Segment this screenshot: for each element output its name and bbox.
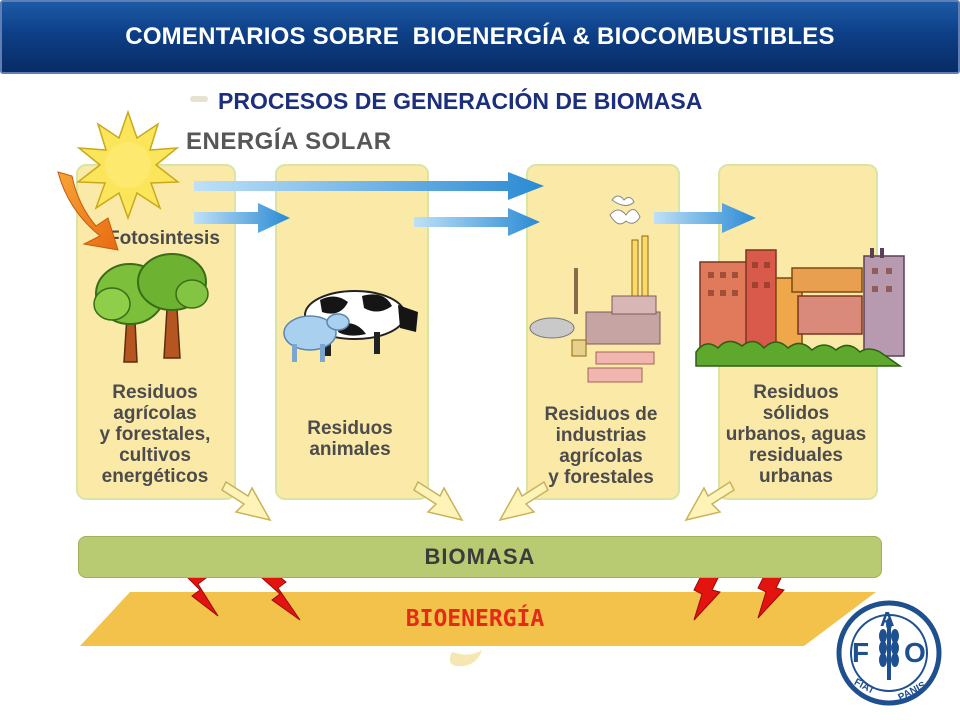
photosynthesis-label: Fotosintesis: [108, 228, 220, 249]
header-title-bar: COMENTARIOS SOBRE BIOENERGÍA & BIOCOMBUS…: [0, 0, 960, 74]
orange-ray-arrow: [57, 171, 119, 251]
decorative-swirl: [449, 650, 482, 667]
bolt-icon-2: [261, 565, 301, 621]
column-label-animal: Residuos animales: [307, 418, 393, 460]
sheep-icon: [283, 313, 350, 362]
blue-arrow-left: [194, 203, 290, 233]
factory-icon: [529, 195, 661, 383]
biomass-bar: BIOMASA: [78, 536, 882, 578]
blue-arrow-middle: [414, 208, 540, 236]
blue-arrow-right: [654, 203, 756, 233]
trees-icon: [93, 253, 209, 363]
fao-letter-a: A: [880, 609, 894, 631]
diagram-subtitle: PROCESOS DE GENERACIÓN DE BIOMASA: [218, 88, 703, 114]
sun-icon: [75, 109, 181, 221]
column-label-industrial: Residuos de industrias agrícolas y fores…: [544, 404, 658, 488]
biomass-label: BIOMASA: [424, 544, 536, 569]
bioenergy-label: BIOENERGÍA: [405, 606, 545, 632]
fao-letter-o: O: [904, 637, 926, 668]
fao-logo: F A O FIAT PANIS: [836, 600, 942, 706]
funnel-arrow-2: [413, 480, 464, 522]
decorative-mark: [190, 96, 208, 102]
solar-energy-label: ENERGÍA SOLAR: [186, 128, 392, 155]
funnel-arrow-1: [221, 480, 272, 522]
fao-letter-f: F: [852, 637, 869, 668]
funnel-arrow-3: [498, 480, 549, 522]
city-icon: [695, 248, 905, 367]
blue-arrow-top: [194, 172, 544, 200]
wheat-icon: [879, 618, 899, 680]
header-title: COMENTARIOS SOBRE BIOENERGÍA & BIOCOMBUS…: [125, 23, 835, 50]
column-label-urban: Residuos sólidos urbanos, aguas residual…: [725, 382, 867, 487]
funnel-arrow-4: [684, 480, 735, 522]
column-label-agricultural: Residuos agrícolas y forestales, cultivo…: [99, 382, 211, 487]
